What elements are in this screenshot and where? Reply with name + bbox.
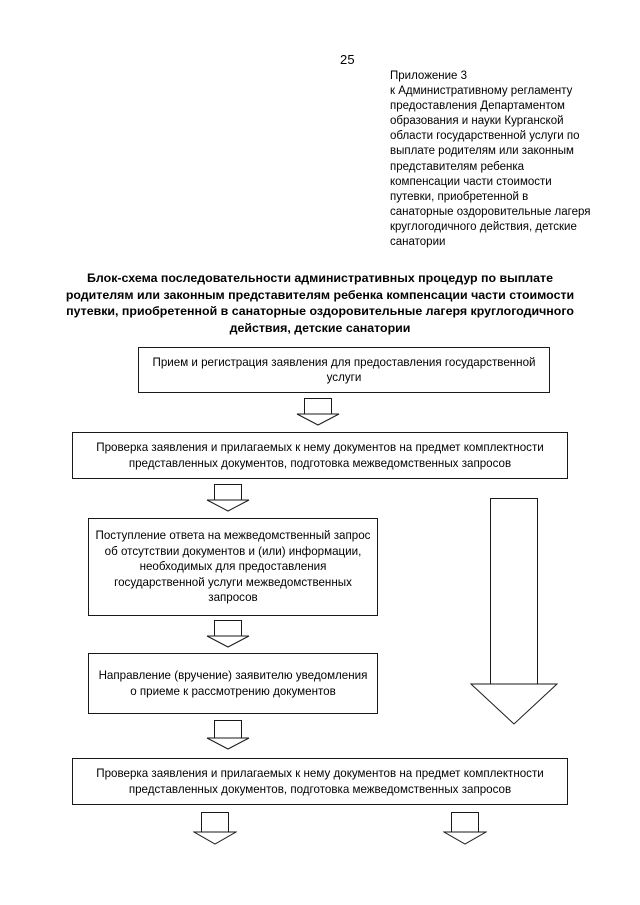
appendix-header-line-3: предоставления Департаментом (390, 100, 565, 113)
flowchart-box-text: Проверка заявления и прилагаемых к нему … (96, 441, 544, 470)
flowchart-box-text: Направление (вручение) заявителю уведомл… (98, 669, 368, 698)
appendix-header-line-11: круглогодичного действия, детские (390, 220, 577, 233)
appendix-header-line-6: выплате родителям или законным (390, 145, 574, 158)
flowchart-box-intake: Прием и регистрация заявления для предос… (138, 347, 550, 393)
arrow-head (470, 683, 558, 725)
appendix-header-line-4: образования и науки Курганской (390, 115, 564, 128)
appendix-header-line-12: санатории (390, 236, 446, 249)
appendix-header-line-2: к Административному регламенту (390, 85, 573, 98)
arrow-shaft (214, 620, 242, 636)
flowchart-box-verification-second: Проверка заявления и прилагаемых к нему … (72, 758, 568, 805)
appendix-header-line-5: области государственной услуги по (390, 130, 580, 143)
appendix-header-line-10: санаторные оздоровительные лагеря (390, 205, 591, 218)
appendix-header-line-9: путевки, приобретенной в (390, 190, 529, 203)
arrow-head (296, 413, 340, 426)
flowchart-box-notification: Направление (вручение) заявителю уведомл… (88, 653, 378, 714)
page-number: 25 (340, 52, 355, 67)
flowchart-box-interagency-response: Поступление ответа на межведомственный з… (88, 518, 378, 616)
appendix-header-line-1: Приложение 3 (390, 70, 468, 82)
arrow-shaft (304, 398, 332, 414)
flowchart-box-text: Прием и регистрация заявления для предос… (152, 355, 536, 384)
flowchart-box-text: Поступление ответа на межведомственный з… (95, 529, 371, 605)
arrow-shaft (201, 812, 229, 832)
arrow-shaft (214, 484, 242, 500)
arrow-shaft (214, 720, 242, 738)
arrow-head (206, 635, 250, 648)
arrow-head (443, 831, 487, 845)
flowchart-title: Блок-схема последовательности администра… (65, 271, 575, 335)
flowchart-box-text: Проверка заявления и прилагаемых к нему … (96, 767, 544, 796)
appendix-header-line-7: представителям ребенка (390, 160, 525, 173)
arrow-head (206, 499, 250, 512)
arrow-shaft (490, 498, 538, 684)
arrow-shaft (451, 812, 479, 832)
appendix-header-line-8: компенсации части стоимости (390, 175, 552, 188)
arrow-head (193, 831, 237, 845)
arrow-head (206, 737, 250, 750)
appendix-header-block: Приложение 3 к Административному регламе… (390, 69, 636, 250)
flowchart-box-verification-first: Проверка заявления и прилагаемых к нему … (72, 432, 568, 479)
